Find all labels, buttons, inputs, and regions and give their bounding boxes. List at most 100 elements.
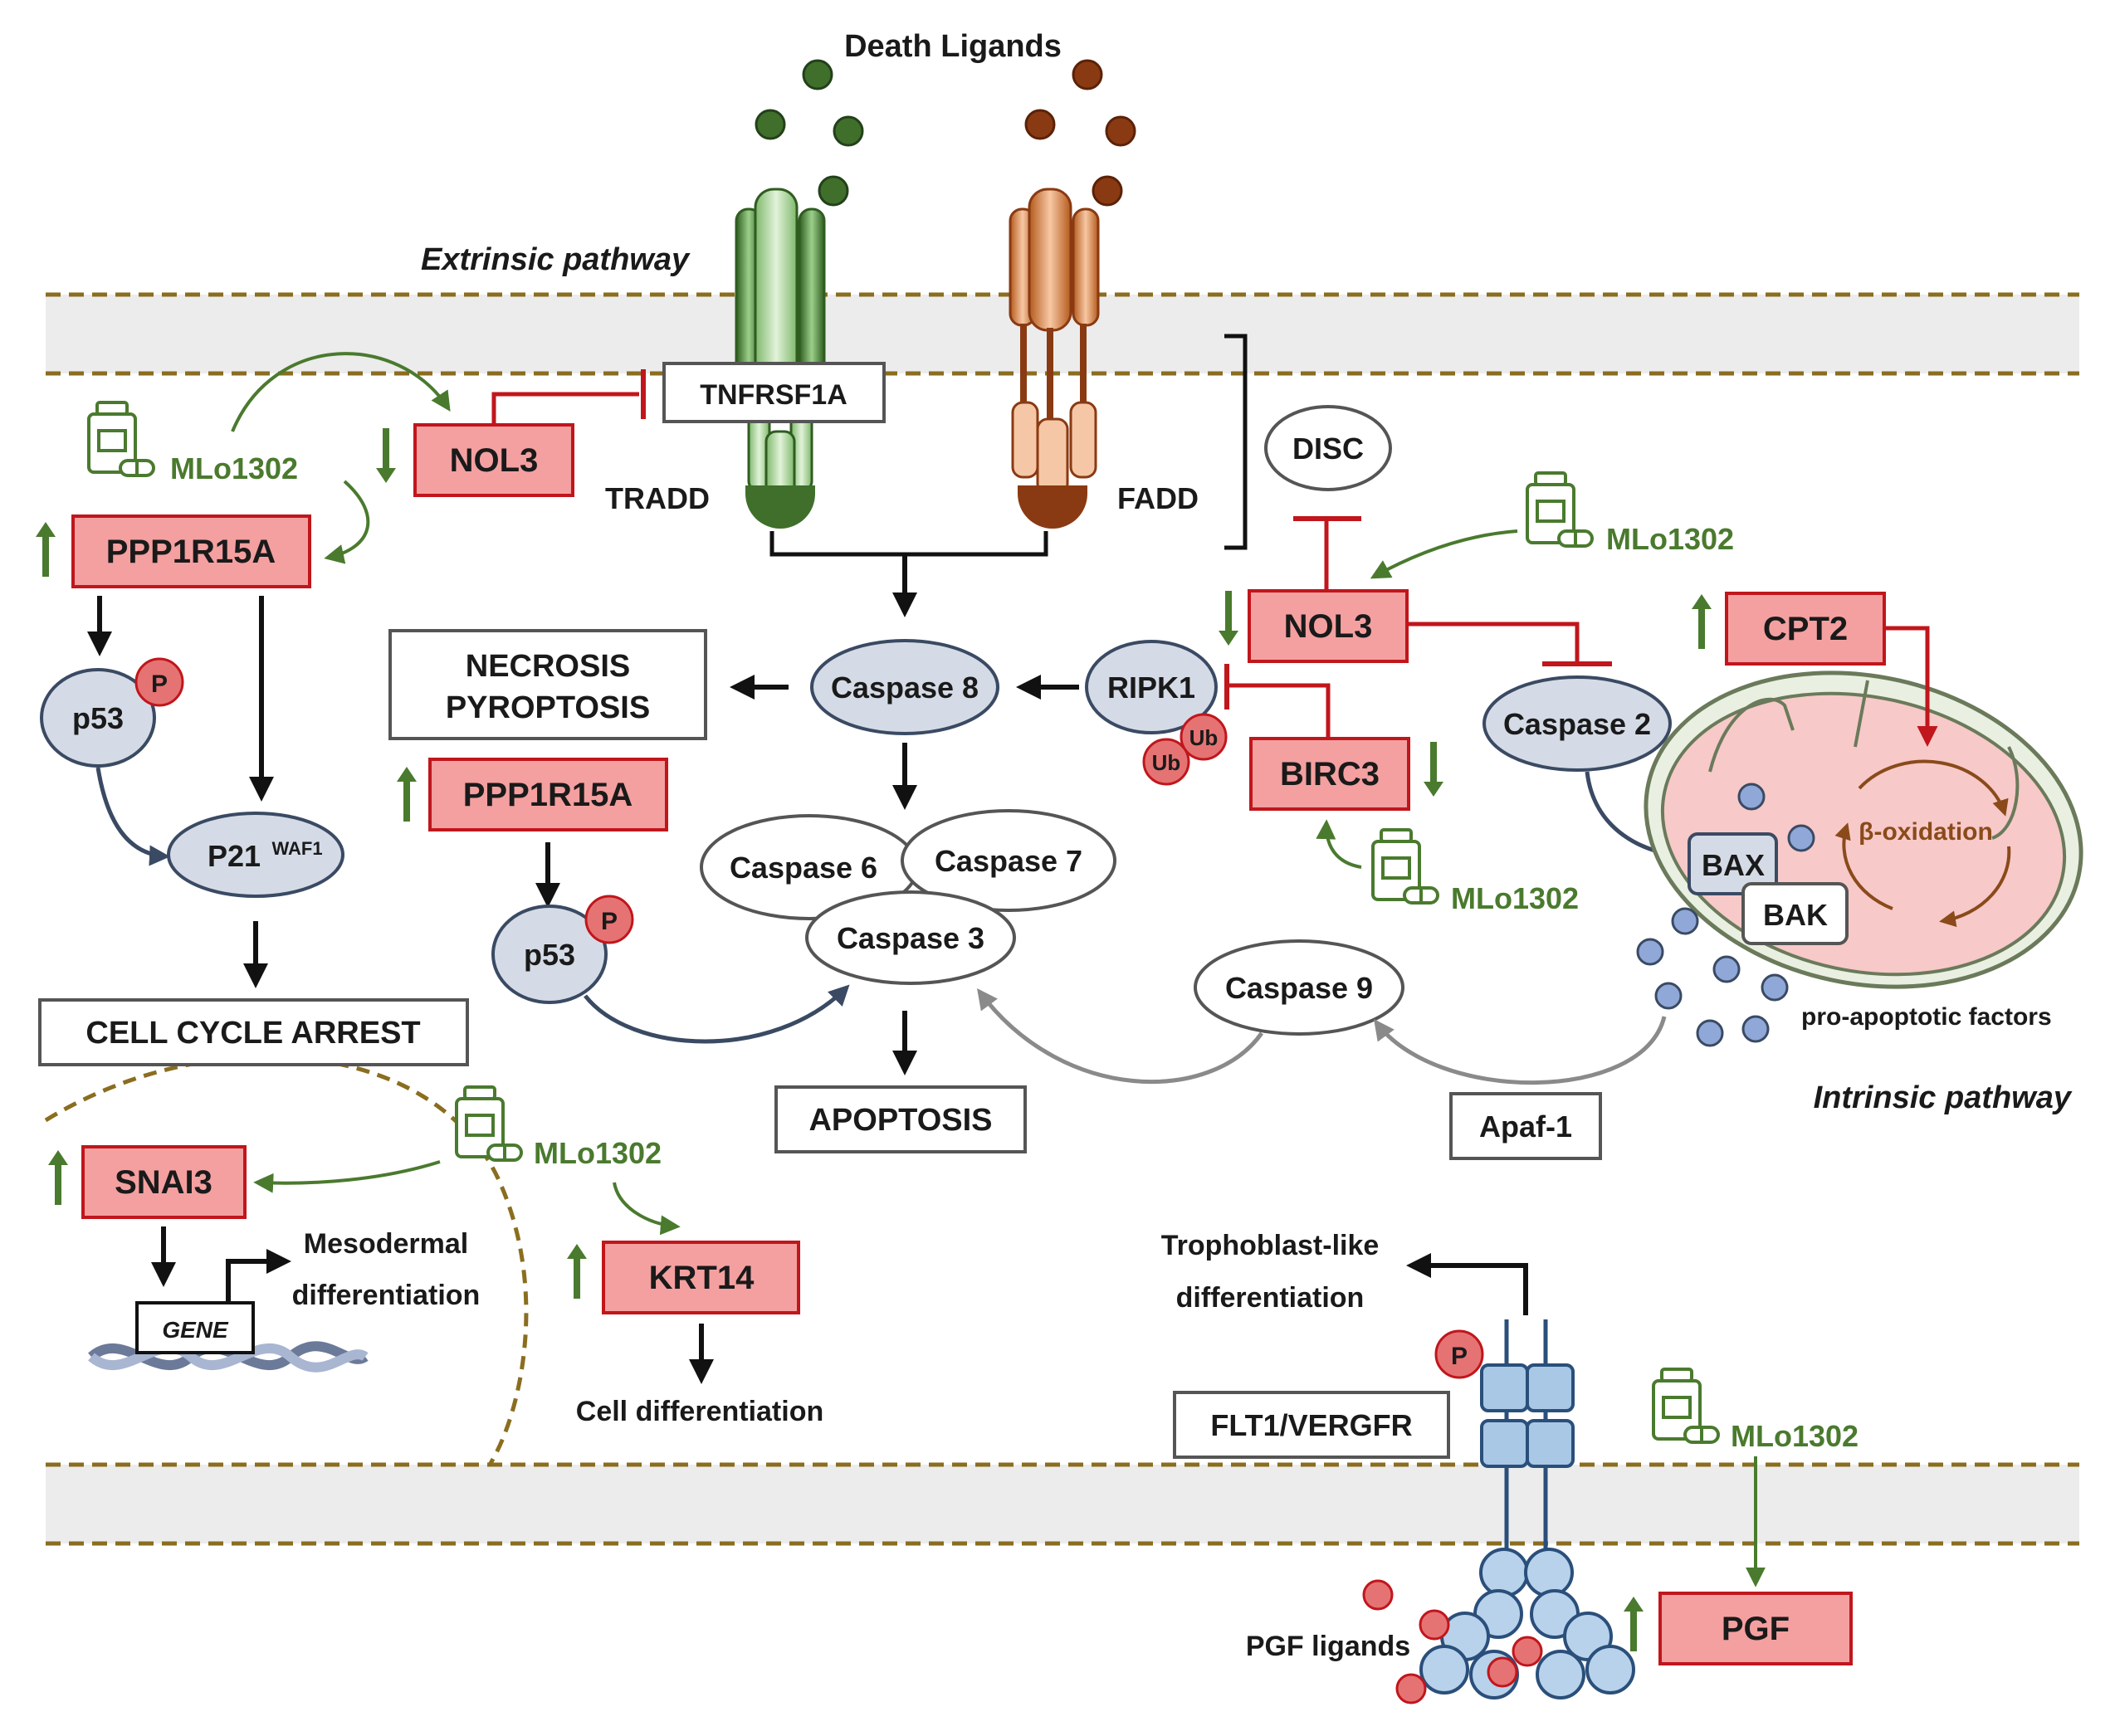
cell-cycle-arrest-label: CELL CYCLE ARREST xyxy=(85,1016,420,1051)
phospho-label: P xyxy=(601,908,618,935)
krt14-box xyxy=(602,1241,800,1314)
receptor-join-bracket xyxy=(769,531,1048,557)
pro-apoptotic-vesicles xyxy=(1636,783,1815,1047)
pill-bottle-icon xyxy=(1526,471,1594,548)
ligand-dot-icon xyxy=(1487,1656,1518,1688)
ubiquitin-badge xyxy=(1180,713,1228,761)
transcription-arrow xyxy=(226,1249,291,1303)
trophoblast-differentiation-label: differentiation xyxy=(1176,1282,1365,1314)
p53-to-caspase3-arrow xyxy=(584,984,850,1044)
krt14-label: KRT14 xyxy=(649,1260,755,1296)
ligand-dot-icon xyxy=(1395,1673,1427,1704)
p53-node-left xyxy=(40,668,156,768)
bak-label: BAK xyxy=(1763,898,1828,932)
up-arrow-icon xyxy=(567,1244,587,1299)
up-arrow-icon xyxy=(36,522,56,577)
down-arrow-icon xyxy=(1424,742,1443,797)
pgf-ligands xyxy=(1362,1579,1543,1704)
birc3-label: BIRC3 xyxy=(1280,756,1380,792)
nol3-inhibits-caspase2 xyxy=(1407,622,1580,662)
caspase8-label: Caspase 8 xyxy=(831,671,979,705)
p53-node-center xyxy=(491,905,608,1004)
necrosis-label: NECROSIS xyxy=(466,649,630,684)
nol3-label-top: NOL3 xyxy=(450,442,539,479)
beta-oxidation-label: β-oxidation xyxy=(1859,818,1993,846)
receptor-icon xyxy=(1009,188,1100,529)
up-arrow-icon xyxy=(397,767,417,822)
extrinsic-pathway-label: Extrinsic pathway xyxy=(421,242,691,277)
snai3-box xyxy=(81,1145,247,1219)
necrosis-box xyxy=(388,629,707,740)
bak-box xyxy=(1741,882,1849,945)
ligand-dot-icon xyxy=(1362,1579,1394,1611)
caspase2-label: Caspase 2 xyxy=(1503,707,1651,741)
ubiquitin-badge xyxy=(1142,738,1190,786)
caspase3-node xyxy=(805,890,1016,985)
down-arrow-icon xyxy=(1219,591,1238,646)
ligand-dot-icon xyxy=(1024,109,1056,140)
apoptosis-label: APOPTOSIS xyxy=(808,1103,992,1138)
ppp1r15a-label-center: PPP1R15A xyxy=(463,777,633,813)
phospho-badge xyxy=(584,895,634,944)
gene-label: GENE xyxy=(162,1317,229,1343)
cpt2-box xyxy=(1725,592,1886,666)
mesodermal-label: Mesodermal xyxy=(304,1228,468,1260)
snai3-label: SNAI3 xyxy=(115,1164,212,1201)
beta-oxidation-cycle xyxy=(1834,759,2011,928)
up-arrow-icon xyxy=(1692,594,1712,649)
cell-cycle-arrest-box xyxy=(38,998,469,1066)
caspase6-label: Caspase 6 xyxy=(730,851,877,885)
disc-node xyxy=(1264,405,1392,491)
tradd-label: TRADD xyxy=(605,481,710,515)
drug-label-4: MLo1302 xyxy=(534,1136,662,1170)
caspase7-label: Caspase 7 xyxy=(935,844,1082,878)
green-ligands xyxy=(755,59,864,207)
drug-to-snai3-arrow xyxy=(253,1160,441,1193)
caspase2-node xyxy=(1482,675,1672,772)
caspase9-to-caspase3-arrow xyxy=(977,987,1264,1085)
disc-bracket xyxy=(1224,334,1248,550)
cell-differentiation-label: Cell differentiation xyxy=(576,1396,823,1427)
p21-label: P21 xyxy=(208,839,261,873)
pill-bottle-icon xyxy=(1371,828,1439,905)
p53-label-center: p53 xyxy=(524,938,575,972)
bax-label: BAX xyxy=(1702,848,1765,882)
apoptosis-box xyxy=(774,1085,1027,1153)
ligand-dot-icon xyxy=(833,115,864,147)
birc3-inhibits-ripk1 xyxy=(1228,683,1331,739)
tnfrsf1a-box xyxy=(662,362,886,423)
drug-label-1: MLo1302 xyxy=(170,451,298,485)
drug-label-3: MLo1302 xyxy=(1451,881,1579,915)
nol3-box-right xyxy=(1248,589,1409,663)
ligand-dot-icon xyxy=(1419,1609,1450,1641)
apaf1-box xyxy=(1449,1092,1602,1160)
phospho-badge xyxy=(1434,1329,1484,1379)
ligand-dot-icon xyxy=(1105,115,1136,147)
nol3-inhibits-tnfrsf1a xyxy=(491,392,639,425)
p21-node xyxy=(167,812,344,898)
phospho-label: P xyxy=(1451,1343,1468,1370)
up-arrow-icon xyxy=(48,1150,68,1205)
down-arrow-icon xyxy=(376,428,396,483)
cpt2-to-mito-arrow xyxy=(1884,626,1938,747)
ligand-dot-icon xyxy=(1072,59,1103,90)
bax-box xyxy=(1688,832,1778,895)
p53-label-left: p53 xyxy=(72,701,124,735)
pgf-box xyxy=(1658,1592,1853,1665)
birc3-box xyxy=(1249,737,1410,811)
drug-to-ppp1r15a-arrow xyxy=(324,480,370,564)
pill-bottle-icon xyxy=(1652,1368,1720,1444)
cpt2-label: CPT2 xyxy=(1763,611,1848,647)
apaf1-label: Apaf-1 xyxy=(1479,1109,1572,1144)
caspase9-label: Caspase 9 xyxy=(1225,971,1373,1005)
caspase3-label: Caspase 3 xyxy=(837,921,984,955)
ripk1-node xyxy=(1085,640,1218,734)
ligand-dot-icon xyxy=(1512,1636,1543,1667)
drug-to-birc3-arrow xyxy=(1316,819,1362,869)
vesicles-to-caspase9-arrow xyxy=(1374,1016,1667,1085)
phospho-label: P xyxy=(151,671,168,698)
ligand-dot-icon xyxy=(802,59,833,90)
trophoblast-label: Trophoblast-like xyxy=(1161,1230,1380,1261)
phospho-badge xyxy=(134,657,184,707)
